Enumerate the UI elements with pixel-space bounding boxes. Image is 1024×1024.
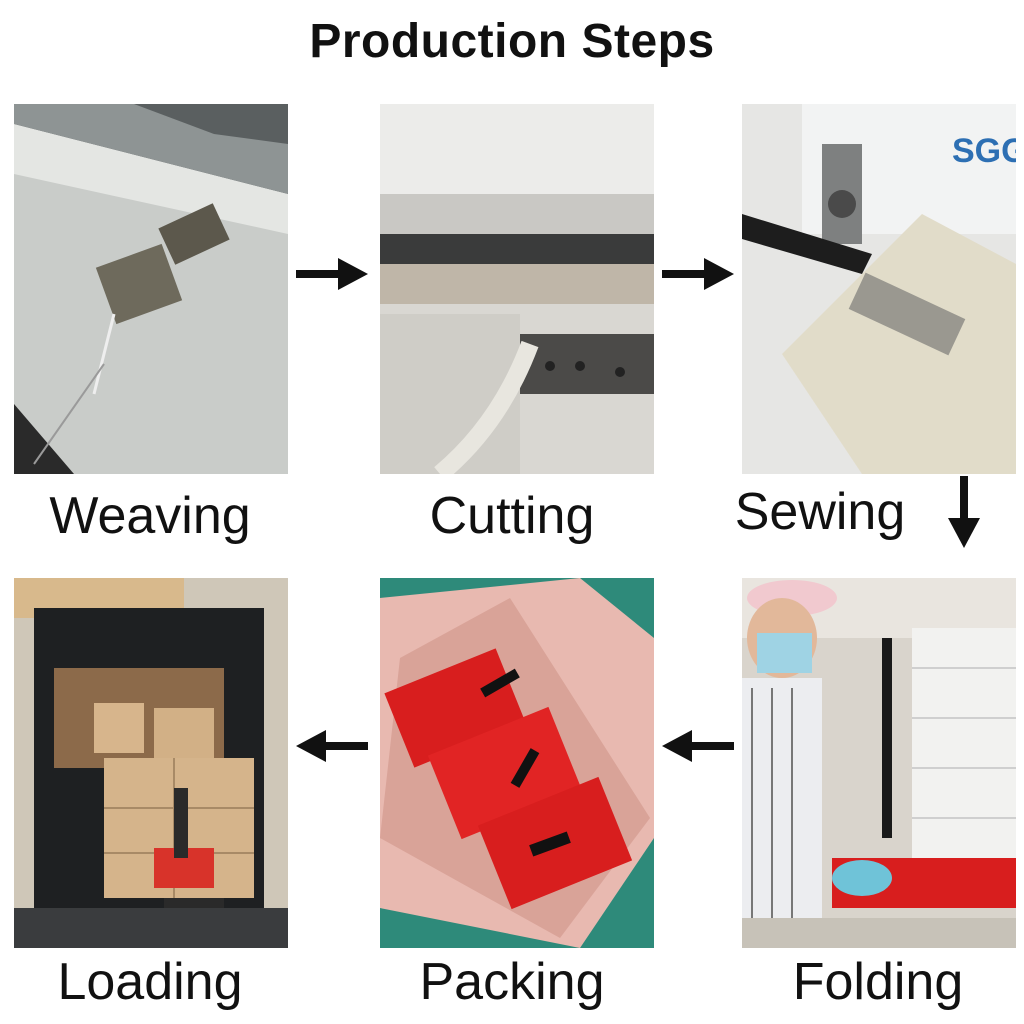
page-title: Production Steps bbox=[309, 15, 715, 68]
folding-photo bbox=[742, 578, 1016, 948]
sewing-photo: SGG bbox=[742, 104, 1016, 474]
arrow-down-icon bbox=[948, 476, 980, 548]
arrow-right-icon bbox=[662, 258, 734, 290]
loading-photo bbox=[14, 578, 288, 948]
arrow-left-icon bbox=[662, 730, 734, 762]
step-label-loading: Loading bbox=[57, 953, 243, 1011]
step-label-cutting: Cutting bbox=[429, 487, 595, 545]
step-label-sewing: Sewing bbox=[734, 483, 906, 541]
step-label-folding: Folding bbox=[792, 953, 964, 1011]
arrow-right-icon bbox=[296, 258, 368, 290]
cutting-photo bbox=[380, 104, 654, 474]
packing-photo bbox=[380, 578, 654, 948]
weaving-photo bbox=[14, 104, 288, 474]
step-label-weaving: Weaving bbox=[49, 487, 251, 545]
step-label-packing: Packing bbox=[419, 953, 605, 1011]
arrow-left-icon bbox=[296, 730, 368, 762]
machine-brand: SGG bbox=[952, 132, 1016, 170]
